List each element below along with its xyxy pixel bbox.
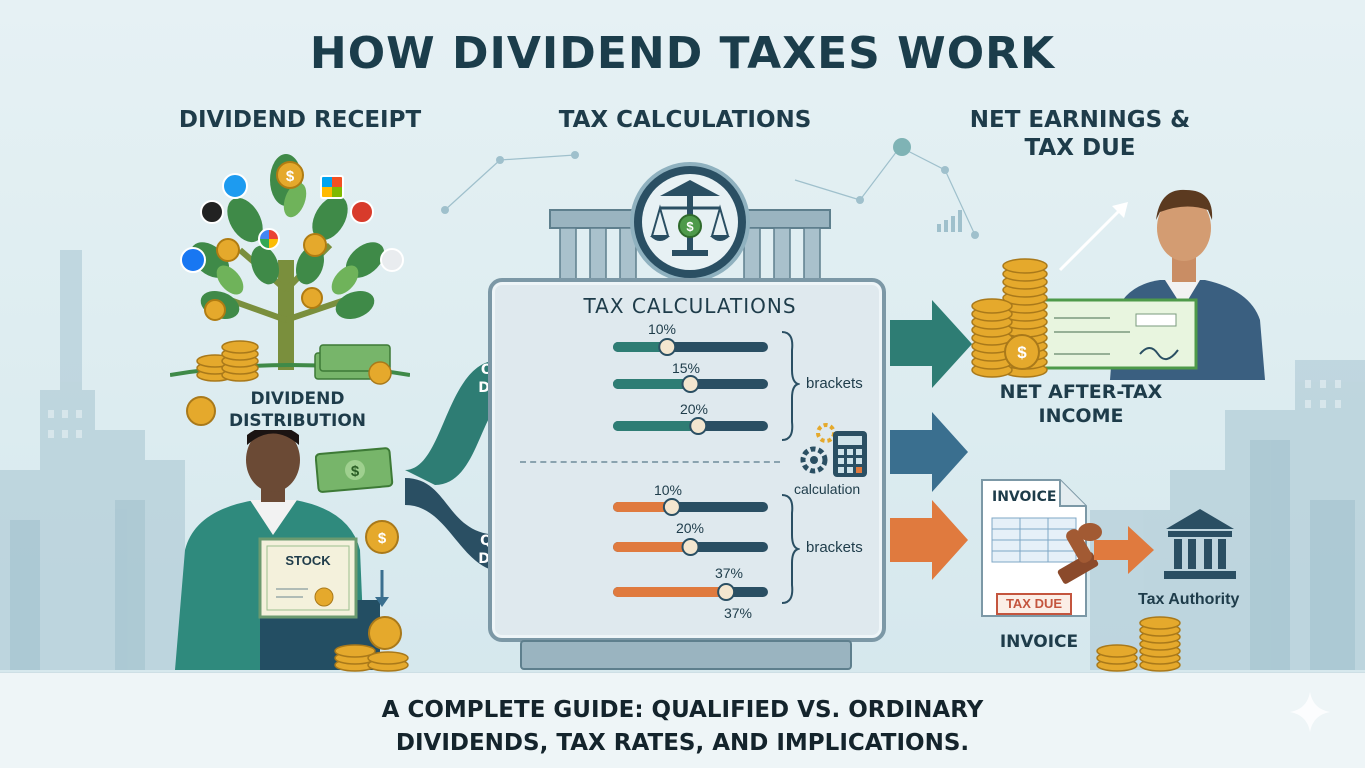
twitter-icon	[222, 173, 248, 199]
calculator-icon	[833, 431, 867, 477]
check-document	[1040, 298, 1198, 370]
brand-badge-icon	[350, 200, 374, 224]
microsoft-icon	[320, 175, 344, 199]
svg-text:$: $	[286, 168, 295, 185]
scales-icon: $	[650, 180, 730, 256]
coin-stack-icon	[1096, 616, 1181, 672]
qualified-rate-slider-fill	[613, 542, 691, 552]
section-heading-net: NET EARNINGS & TAX DUE	[969, 107, 1191, 161]
tax-authority-label: Tax Authority	[1138, 591, 1240, 608]
ordinary-rate-slider-fill	[613, 342, 668, 352]
ordinary-rate-label: 10%	[647, 321, 677, 337]
section-heading-receipt: DIVIDEND RECEIPT	[178, 107, 422, 133]
brackets-label-qualified: brackets	[806, 539, 863, 556]
invoice-label: INVOICE	[999, 632, 1079, 652]
qualified-rate-label: 37%	[714, 565, 744, 581]
svg-text:$: $	[351, 463, 360, 480]
panel-base	[520, 640, 852, 670]
dollar-bill-icon: $	[315, 447, 394, 493]
calculation-label: calculation	[794, 481, 861, 497]
bracket-braces	[781, 331, 800, 604]
google-icon	[258, 228, 280, 250]
ordinary-rate-slider-fill	[613, 421, 699, 431]
tax-due-stamp: TAX DUE	[996, 593, 1072, 615]
stock-certificate-text: STOCK	[285, 553, 331, 568]
tree-icon: $	[170, 154, 410, 377]
coin-stack-icon	[196, 340, 392, 385]
page-title: HOW DIVIDEND TAXES WORK	[309, 28, 1056, 79]
brand-badge-icon	[380, 248, 404, 272]
tax-calc-panel-title: TAX CALCULATIONS	[583, 294, 797, 318]
dividend-distribution-label: DIVIDEND DISTRIBUTION	[228, 389, 367, 431]
qualified-rate-slider-knob	[662, 498, 681, 516]
coin-icon	[186, 396, 216, 426]
sparkle-icon	[1290, 692, 1330, 732]
qualified-rate-slider-fill	[613, 502, 672, 512]
brackets-label-ordinary: brackets	[806, 375, 863, 392]
apple-icon	[200, 200, 224, 224]
panel-divider	[520, 461, 780, 463]
footer-subtitle: A COMPLETE GUIDE: QUALIFIED VS. ORDINARY…	[0, 694, 1365, 760]
svg-text:$: $	[378, 530, 387, 547]
section-heading-calc: TAX CALCULATIONS	[558, 107, 812, 133]
svg-text:$: $	[686, 219, 694, 234]
ordinary-rate-label: 15%	[671, 360, 701, 376]
invoice-doc-title: INVOICE	[992, 489, 1057, 505]
qualified-rate-slider-knob	[681, 538, 700, 556]
net-after-tax-income-label: NET AFTER-TAX INCOME	[999, 381, 1163, 427]
tax-calc-panel	[488, 278, 886, 642]
footer-band	[0, 672, 1365, 768]
qualified-rate-label: 20%	[675, 520, 705, 536]
ordinary-rate-slider-knob	[681, 375, 700, 393]
stamp-icon	[1057, 523, 1102, 584]
ordinary-rate-slider-knob	[658, 338, 677, 356]
ordinary-rate-label: 20%	[679, 401, 709, 417]
bank-icon	[1164, 509, 1236, 579]
invoice-document	[981, 479, 1087, 617]
ordinary-rate-slider-fill	[613, 379, 691, 389]
meta-icon	[180, 247, 206, 273]
qualified-rate-slider-knob	[717, 583, 736, 601]
stock-certificate	[258, 537, 358, 619]
footer-line-2: DIVIDENDS, TAX RATES, AND IMPLICATIONS.	[395, 730, 970, 756]
output-arrows	[890, 300, 972, 580]
coin-stack-icon: $	[971, 258, 1048, 378]
svg-text:$: $	[1017, 343, 1027, 362]
qualified-rate-slider-fill	[613, 587, 727, 597]
qualified-rate-label-extra: 37%	[723, 605, 753, 621]
payment-arrow	[1094, 526, 1154, 574]
ordinary-rate-slider-knob	[689, 417, 708, 435]
footer-line-1: A COMPLETE GUIDE: QUALIFIED VS. ORDINARY	[381, 697, 984, 723]
coin-stack-icon: $	[334, 520, 409, 672]
qualified-rate-label: 10%	[653, 482, 683, 498]
